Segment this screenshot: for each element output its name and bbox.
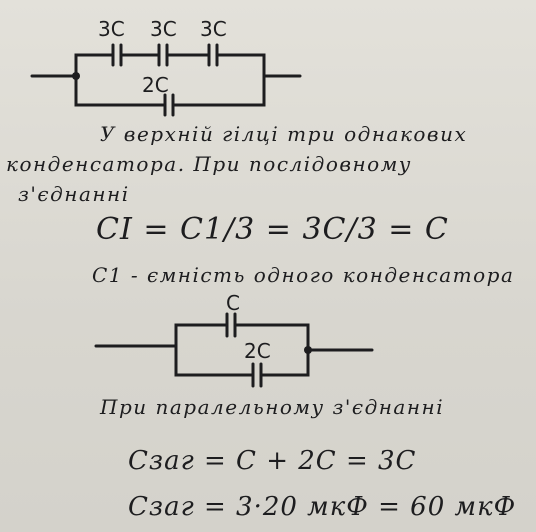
capacitor-3c-3 bbox=[207, 43, 219, 67]
top-branch-wire bbox=[74, 53, 266, 78]
top-branch-wire-2 bbox=[174, 323, 310, 352]
text-line-1: У верхній гілці три однакових bbox=[100, 122, 468, 146]
text-line-5: При паралельному з'єднанні bbox=[100, 395, 445, 419]
capacitor-3c-2 bbox=[157, 43, 169, 67]
formula-total-symbolic: Cзаг = C + 2C = 3C bbox=[128, 446, 417, 476]
series-parallel-circuit: 3C 3C 3C 2C bbox=[30, 17, 302, 117]
text-line-3: з'єднанні bbox=[18, 182, 130, 206]
capacitor-2c bbox=[163, 93, 175, 117]
label-3c-2: 3C bbox=[150, 17, 177, 41]
formula-series: CI = C1/3 = 3C/3 = C bbox=[96, 212, 449, 247]
capacitor-3c-1 bbox=[111, 43, 123, 67]
text-line-4: C1 - ємність одного конденсатора bbox=[92, 263, 515, 287]
text-line-2: конденсатора. При послідовному bbox=[6, 152, 412, 176]
formula-total-numeric: Cзаг = 3·20 мкФ = 60 мкФ bbox=[128, 492, 517, 522]
capacitor-c bbox=[225, 312, 237, 338]
label-3c-3: 3C bbox=[200, 17, 227, 41]
label-2c-b: 2C bbox=[244, 339, 271, 363]
label-c: C bbox=[226, 291, 240, 315]
label-2c: 2C bbox=[142, 73, 169, 97]
label-3c-1: 3C bbox=[98, 17, 125, 41]
bottom-branch-wire-2 bbox=[174, 344, 310, 377]
parallel-circuit: C 2C bbox=[94, 291, 374, 388]
capacitor-2c-b bbox=[251, 362, 263, 388]
bottom-branch-wire bbox=[74, 74, 266, 107]
